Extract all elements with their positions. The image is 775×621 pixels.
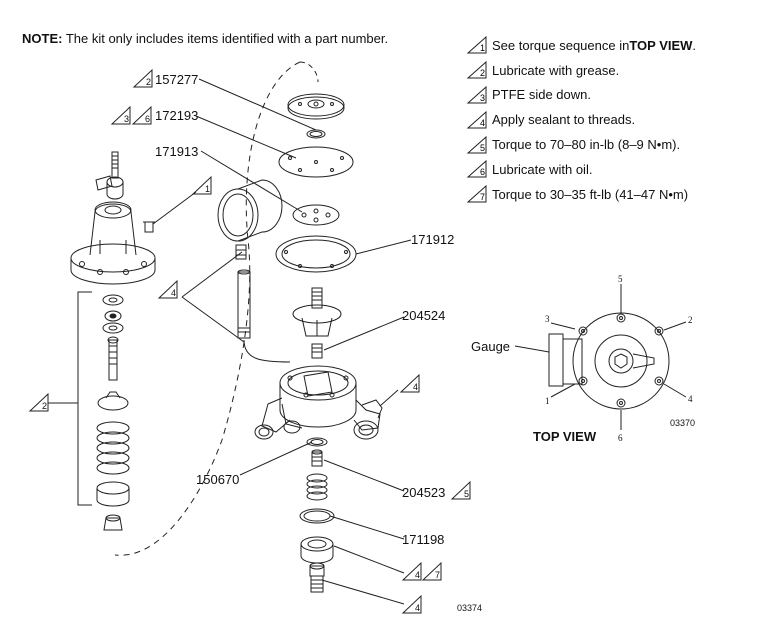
bonnet-screw <box>143 221 155 233</box>
part-number-171913: 171913 <box>155 144 199 159</box>
assembly-dashed-line-top <box>299 61 319 83</box>
grease-bracket <box>48 291 92 506</box>
bonnet <box>70 201 156 285</box>
triangle-number: 5 <box>480 143 485 153</box>
callout-number: 4 <box>413 382 418 392</box>
triangle-number: 6 <box>480 167 485 177</box>
legend-text: Apply sealant to threads. <box>492 112 636 128</box>
part-number-171198: 171198 <box>402 532 445 547</box>
callout-triangle-6 <box>131 105 152 125</box>
callout-number: 4 <box>171 288 176 298</box>
bolt-number-2: 2 <box>688 315 693 325</box>
triangle-number: 3 <box>480 93 485 103</box>
legend-item-1: 1 See torque sequence in TOP VIEW. <box>466 33 696 58</box>
part-number-150670: 150670 <box>196 472 240 487</box>
seat-204524 <box>311 343 323 359</box>
triangle-number: 2 <box>480 68 485 78</box>
adjusting-screw-assembly <box>95 151 124 200</box>
legend-text: PTFE side down. <box>492 87 591 103</box>
valve-body <box>254 365 383 440</box>
legend-text: See torque sequence in <box>492 37 630 53</box>
callout-number: 7 <box>435 570 440 580</box>
triangle-4-icon: 4 <box>466 110 487 129</box>
legend-item-2: 2 Lubricate with grease. <box>466 58 696 83</box>
legend-item-3: 3 PTFE side down. <box>466 83 696 108</box>
triangle-5-icon: 5 <box>466 135 487 154</box>
legend-item-4: 4 Apply sealant to threads. <box>466 107 696 132</box>
top-view-title: TOP VIEW <box>533 429 597 444</box>
callout-number: 5 <box>464 489 469 499</box>
callout-triangle-4b <box>399 373 420 393</box>
triangle-number: 1 <box>480 43 485 53</box>
bolt-number-4: 4 <box>688 394 693 404</box>
callout-triangle-7 <box>421 561 442 581</box>
bolt-number-1: 1 <box>545 396 550 406</box>
spring-stack-parts <box>96 294 130 531</box>
legend-tail: . <box>692 37 697 53</box>
legend-text: Torque to 30–35 ft-lb (41–47 N•m) <box>492 186 689 202</box>
part-number-204524: 204524 <box>402 308 446 323</box>
kit-note: NOTE: The kit only includes items identi… <box>22 31 388 46</box>
triangle-6-icon: 6 <box>466 160 487 178</box>
triangle-3-icon: 3 <box>466 85 487 104</box>
bolt-number-5: 5 <box>618 274 623 284</box>
callout-triangle-2a <box>132 68 153 88</box>
part-number-204523: 204523 <box>402 485 446 500</box>
triangle-2-icon: 2 <box>466 61 487 79</box>
callout-triangle-4a <box>157 279 178 299</box>
triangle-1-icon: 1 <box>466 36 487 54</box>
top-view-drawing <box>514 284 687 430</box>
note-label: NOTE: <box>22 31 63 46</box>
pipe-nipple <box>237 269 251 339</box>
legend-item-5: 5 Torque to 70–80 in-lb (8–9 N•m). <box>466 132 696 157</box>
figure-code: 03374 <box>457 603 483 613</box>
part-number-157277: 157277 <box>155 72 199 87</box>
instruction-legend: 1 See torque sequence in TOP VIEW. 2 Lub… <box>466 33 696 207</box>
callout-number: 1 <box>205 184 210 194</box>
legend-text: Torque to 70–80 in-lb (8–9 N•m). <box>492 137 681 153</box>
bolt-number-3: 3 <box>545 314 550 324</box>
note-text: The kit only includes items identified w… <box>62 31 389 46</box>
lower-stack-parts <box>299 437 335 593</box>
callout-number: 2 <box>42 401 47 411</box>
triangle-number: 4 <box>480 118 485 128</box>
callout-triangle-2b <box>28 392 49 412</box>
callout-triangle-4d <box>401 594 422 614</box>
top-view-figure-code: 03370 <box>670 418 696 428</box>
legend-text: Lubricate with oil. <box>492 161 593 177</box>
callout-number: 6 <box>145 114 150 124</box>
triangle-number: 7 <box>480 192 485 202</box>
legend-text: Lubricate with grease. <box>492 62 620 78</box>
part-number-171912: 171912 <box>411 232 455 247</box>
bolt-number-6: 6 <box>618 433 623 443</box>
part-number-172193: 172193 <box>155 108 199 123</box>
callout-triangle-4c <box>401 561 422 581</box>
legend-bold: TOP VIEW <box>629 37 693 53</box>
callout-number: 4 <box>415 603 420 613</box>
callout-triangle-5 <box>450 480 471 500</box>
callout-triangle-1 <box>191 175 212 195</box>
nipple-to-body-line <box>243 339 291 363</box>
pressure-gauge <box>217 179 283 260</box>
valve-stem <box>292 287 342 337</box>
gauge-label: Gauge <box>471 339 511 354</box>
callout-number: 3 <box>124 114 129 124</box>
cap-assembly <box>275 93 357 273</box>
callout-number: 2 <box>146 77 151 87</box>
callout-number: 4 <box>415 570 420 580</box>
assembly-dashed-line <box>114 61 301 556</box>
callout-triangle-3 <box>110 105 131 125</box>
legend-item-6: 6 Lubricate with oil. <box>466 157 696 182</box>
legend-item-7: 7 Torque to 30–35 ft-lb (41–47 N•m) <box>466 182 696 207</box>
triangle-7-icon: 7 <box>466 185 487 203</box>
